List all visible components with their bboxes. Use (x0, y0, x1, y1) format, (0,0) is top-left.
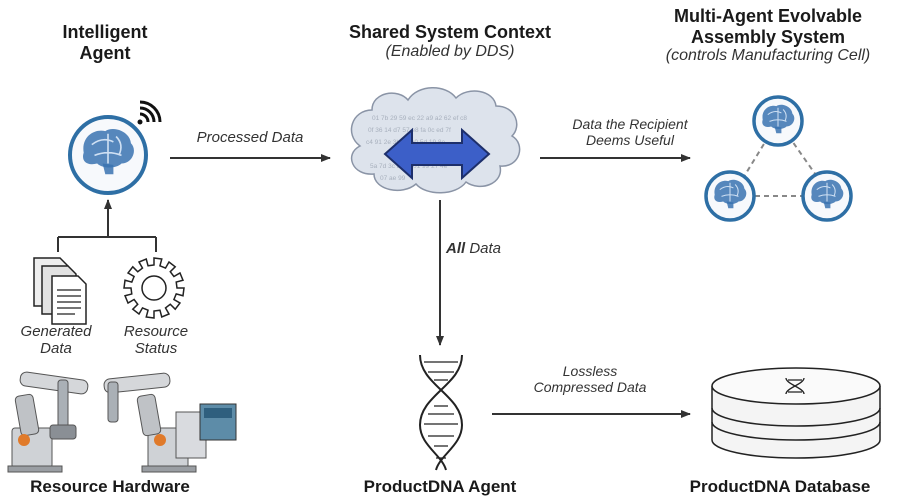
productdna-agent-label: ProductDNA Agent (363, 477, 517, 496)
resource-status-label-line1: Resource (123, 323, 189, 340)
resource-hardware-label: Resource Hardware (30, 477, 190, 496)
generated-data-label-line2: Data (40, 340, 72, 358)
agent-title-line1: Intelligent (62, 22, 148, 42)
generated-data-label: Generated Data (6, 323, 106, 358)
context-title-group: Shared System Context (Enabled by DDS) (310, 22, 590, 61)
edge-label-lossless-line1: Lossless (562, 363, 618, 379)
gear-icon (123, 257, 185, 319)
edge-label-all: All Data (446, 240, 536, 257)
robot-arm-right (103, 372, 237, 473)
resource-status-label: Resource Status (106, 323, 206, 358)
agent-node-right (801, 170, 853, 222)
generated-data-label-line1: Generated (20, 323, 92, 340)
edge-label-lossless-line2: Compressed Data (533, 379, 647, 396)
wifi-icon (137, 100, 162, 125)
robot-arm-left (7, 371, 89, 473)
edge-label-useful: Data the Recipient Deems Useful (545, 116, 715, 148)
intelligent-agent-node (68, 115, 148, 195)
resource-status-label-line2: Status (134, 340, 178, 358)
agent-title-line2: Agent (79, 42, 131, 63)
multi-agent-subtitle: (controls Manufacturing Cell) (665, 47, 871, 65)
agent-title: Intelligent Agent (30, 22, 180, 63)
edge-label-useful-line1: Data the Recipient (572, 116, 688, 132)
multi-agent-title-line2: Assembly System (690, 26, 846, 47)
shared-context-cloud: 01 7b 29 59 ec 22 a9 a2 62 ef c8 0f 36 1… (350, 87, 521, 194)
agent-node-left (704, 170, 756, 222)
svg-text:01 7b 29 59 ec 22 a9 a2 62 ef: 01 7b 29 59 ec 22 a9 a2 62 ef c8 (372, 115, 467, 122)
edge-label-all-rest: Data (465, 240, 502, 257)
productdna-database-label: ProductDNA Database (689, 477, 871, 496)
input-connector (57, 199, 157, 252)
context-subtitle: (Enabled by DDS) (385, 42, 515, 60)
svg-text:07 ae 99: 07 ae 99 (380, 175, 406, 182)
edge-label-processed: Processed Data (196, 129, 304, 146)
bidirectional-arrow-icon (383, 127, 491, 181)
svg-text:0f 36 14 d7 57 e8 fa 0c ed 7f: 0f 36 14 d7 57 e8 fa 0c ed 7f (368, 127, 451, 134)
edge-label-all-bold: All (446, 240, 466, 257)
multi-agent-network (704, 95, 853, 222)
agent-node-top (752, 95, 804, 147)
multi-agent-title-line1: Multi-Agent Evolvable (673, 6, 862, 26)
edge-label-useful-line2: Deems Useful (586, 132, 674, 149)
database-icon (711, 367, 881, 459)
dna-helix-icon (418, 354, 464, 471)
edge-label-lossless: Lossless Compressed Data (510, 363, 670, 395)
context-title: Shared System Context (348, 22, 552, 42)
documents-icon (33, 257, 87, 325)
multi-agent-title-group: Multi-Agent Evolvable Assembly System (c… (628, 6, 908, 66)
